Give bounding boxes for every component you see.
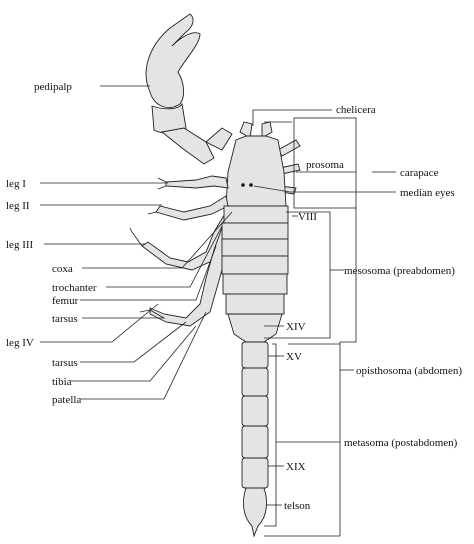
- label-mesosoma: mesosoma (preabdomen): [344, 265, 455, 277]
- leg-i-shape: [165, 175, 229, 189]
- right-leg-i: [277, 139, 301, 157]
- pedipalp-patella: [151, 102, 187, 134]
- label-tarsus-2: tarsus: [52, 357, 78, 369]
- label-prosoma: prosoma: [306, 159, 344, 171]
- label-carapace: carapace: [400, 167, 439, 179]
- segment-viii: [223, 205, 289, 224]
- label-viii: VIII: [298, 211, 317, 223]
- label-chelicera: chelicera: [336, 104, 376, 116]
- label-leg-iii: leg III: [6, 239, 34, 251]
- label-xiv: XIV: [286, 321, 306, 333]
- segment-xi: [221, 255, 289, 275]
- label-telson: telson: [284, 500, 311, 512]
- segment-x: [221, 238, 289, 257]
- label-tibia: tibia: [52, 376, 72, 388]
- segment-xii: [222, 273, 288, 295]
- telson-shape: [243, 487, 267, 538]
- label-tarsus-1: tarsus: [52, 313, 78, 325]
- label-femur: femur: [52, 295, 79, 307]
- label-pedipalp: pedipalp: [34, 81, 72, 93]
- segment-xiii: [225, 293, 285, 315]
- label-coxa: coxa: [52, 263, 73, 275]
- label-xix: XIX: [286, 461, 306, 473]
- label-median-eyes: median eyes: [400, 187, 455, 199]
- pedipalp-chela: [145, 13, 201, 108]
- label-leg-iv: leg IV: [6, 337, 34, 349]
- label-trochanter: trochanter: [52, 282, 97, 294]
- leg-ii-shape: [155, 195, 229, 221]
- label-opisthosoma: opisthosoma (abdomen): [356, 365, 462, 377]
- segment-xix: [241, 457, 269, 489]
- label-xv: XV: [286, 351, 302, 363]
- label-leg-i: leg I: [6, 178, 26, 190]
- mesosoma-segments: [221, 205, 289, 343]
- label-leg-ii: leg II: [6, 200, 30, 212]
- scorpion-illustration: [129, 13, 301, 538]
- leg-iv-shape: [149, 221, 235, 327]
- metasoma-segments: [241, 341, 269, 489]
- segment-xvi: [241, 367, 269, 397]
- segment-xvii: [241, 395, 269, 427]
- median-eye: [249, 183, 253, 187]
- leader-lines: [40, 85, 396, 537]
- leg-claw: [139, 309, 151, 313]
- label-metasoma: metasoma (postabdomen): [344, 437, 458, 449]
- leg-claw: [157, 177, 167, 190]
- leg-claw: [129, 227, 143, 247]
- pedipalp-trochanter: [205, 127, 233, 151]
- carapace-shape: [225, 135, 287, 207]
- pedipalp-femur: [160, 127, 215, 165]
- median-eye: [241, 183, 245, 187]
- segment-xviii: [241, 425, 269, 459]
- segment-xv: [241, 341, 269, 369]
- leg-claw: [147, 211, 157, 215]
- labels: pedipalp chelicera prosoma carapace medi…: [6, 81, 462, 512]
- label-patella: patella: [52, 394, 81, 406]
- segment-ix: [221, 222, 289, 240]
